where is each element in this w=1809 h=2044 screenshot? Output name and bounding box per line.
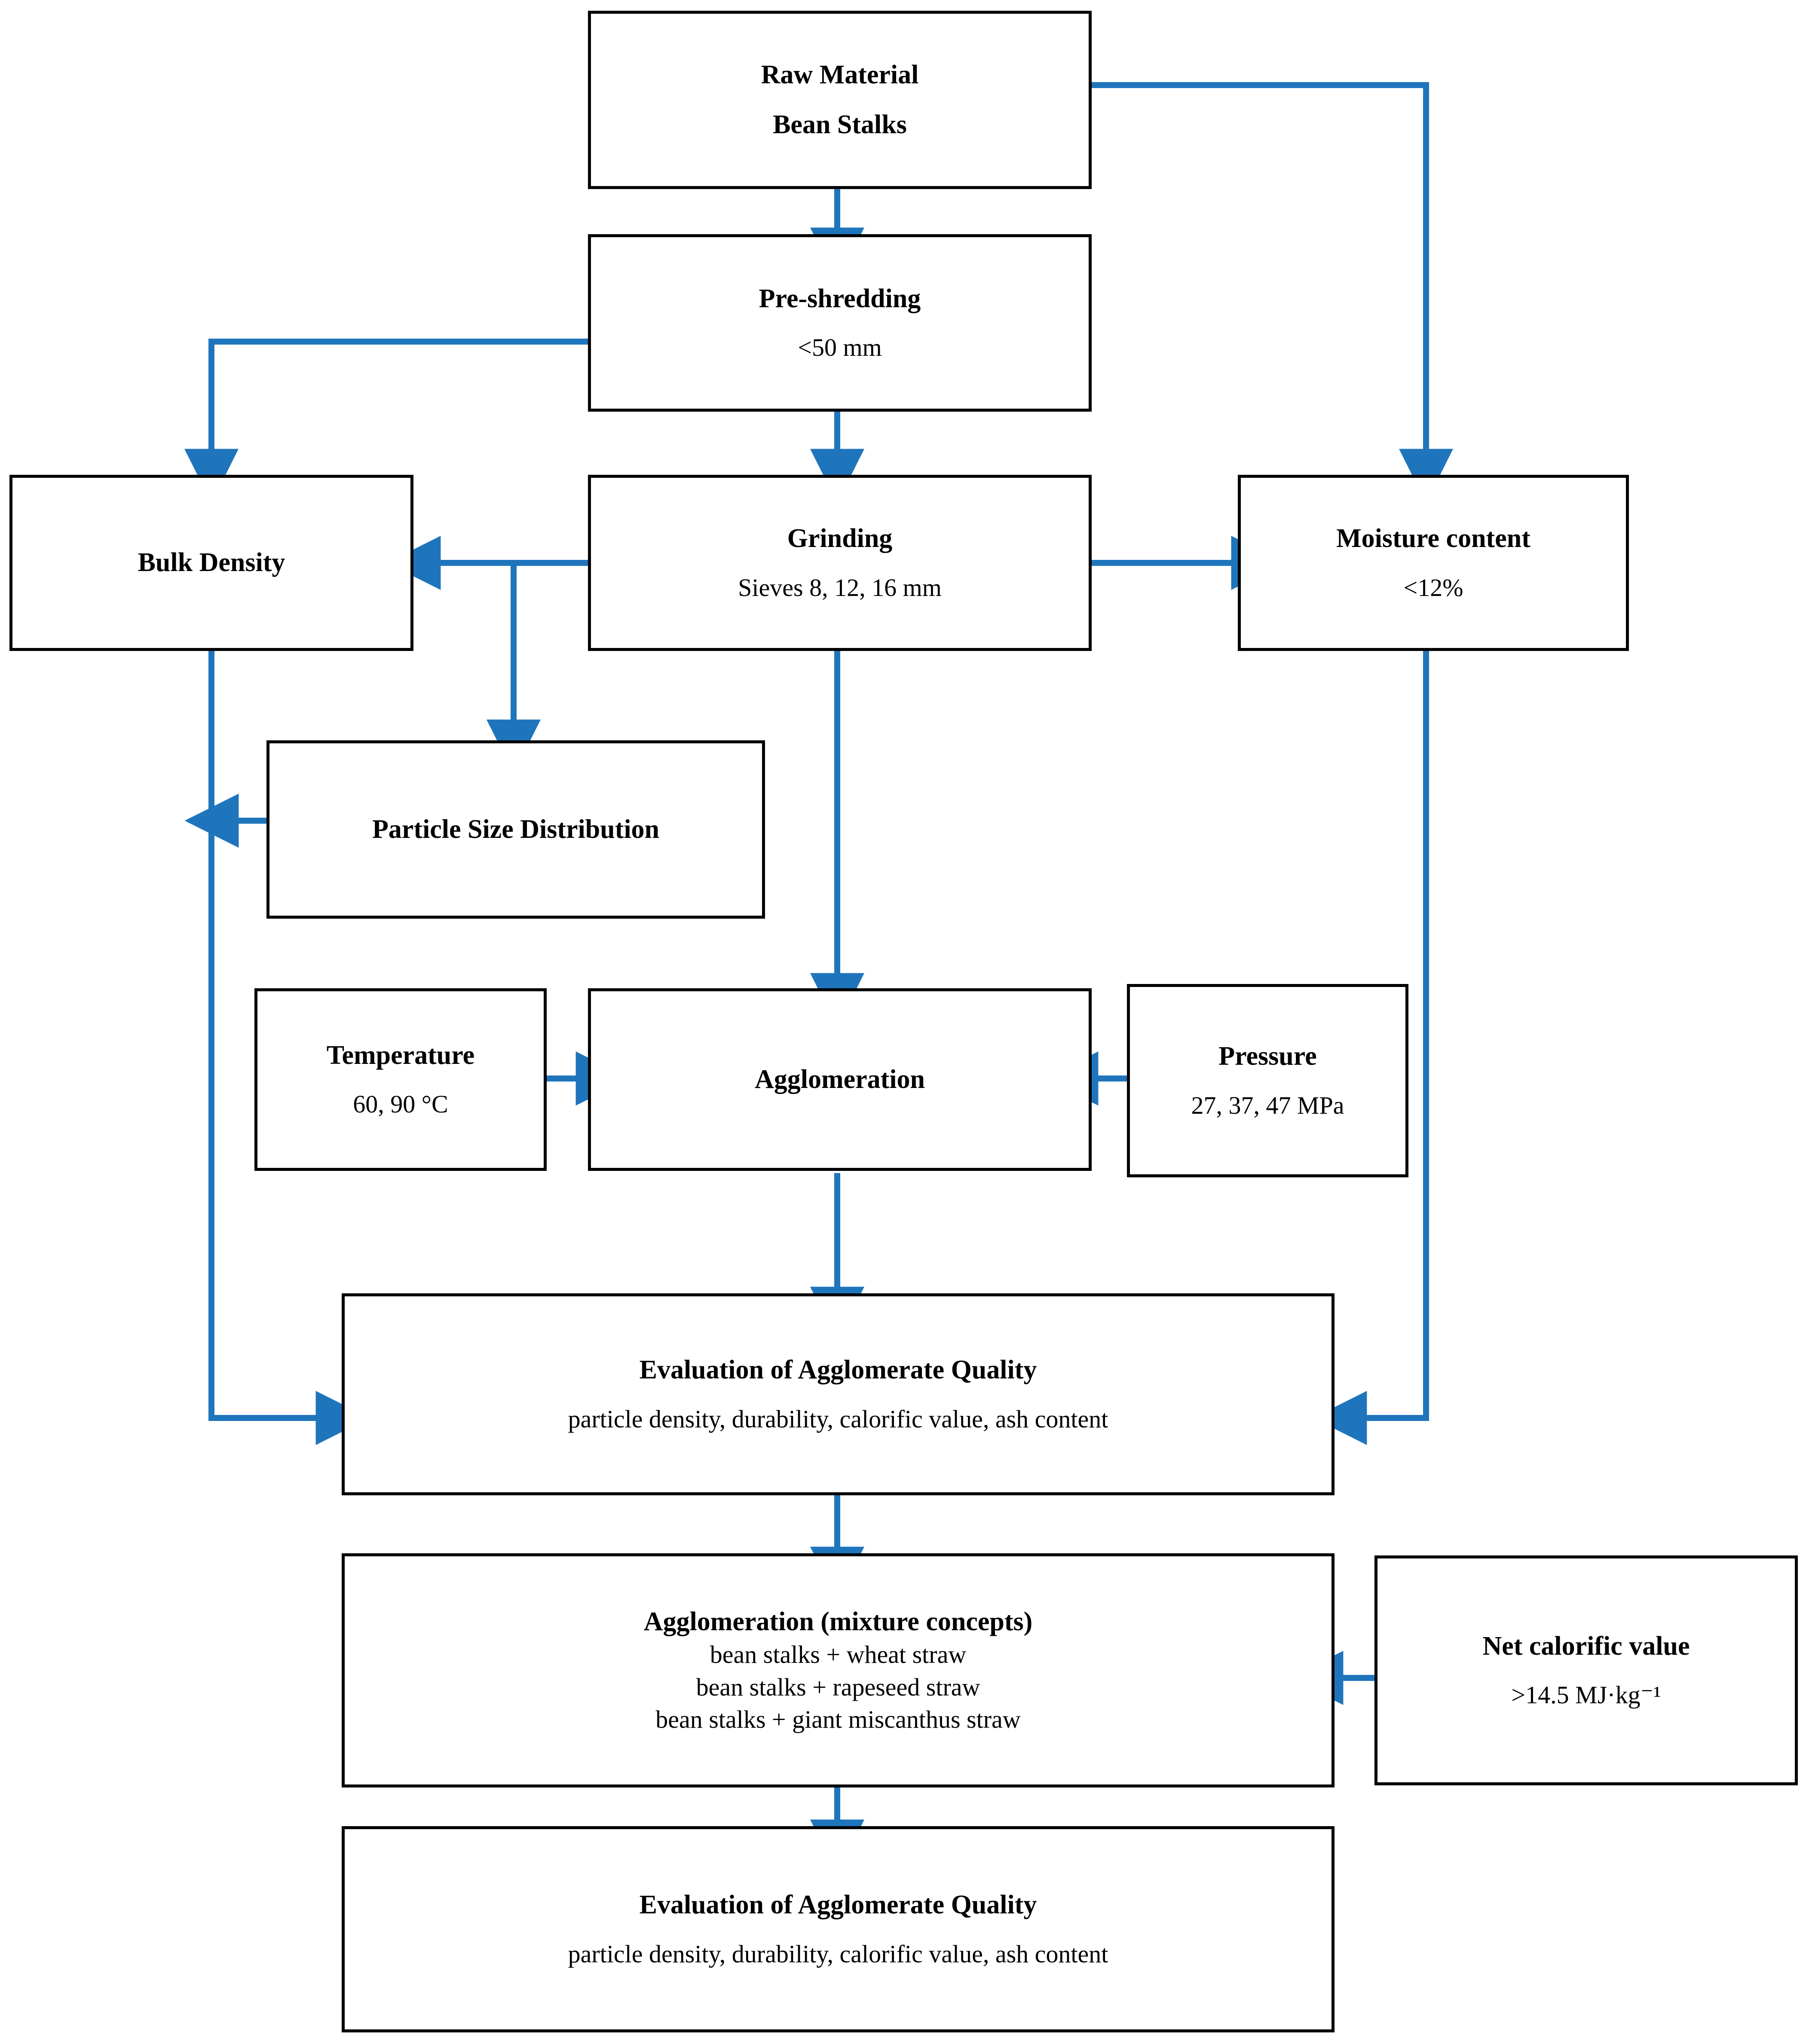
- bulk-density-title: Bulk Density: [138, 548, 285, 577]
- raw-material-subtitle: Bean Stalks: [773, 110, 907, 139]
- temperature-subtitle: 60, 90 °C: [353, 1090, 448, 1118]
- node-moisture-content[interactable]: Moisture content <12%: [1238, 475, 1629, 651]
- node-pressure[interactable]: Pressure 27, 37, 47 MPa: [1127, 984, 1408, 1177]
- edge-preshred-to-bulkdensity: [184, 339, 588, 503]
- mixture-title: Agglomeration (mixture concepts): [643, 1607, 1033, 1636]
- node-agglomeration[interactable]: Agglomeration: [588, 988, 1092, 1171]
- raw-material-title: Raw Material: [761, 60, 919, 89]
- pressure-title: Pressure: [1218, 1042, 1317, 1071]
- node-agglomeration-mixture-concepts[interactable]: Agglomeration (mixture concepts) bean st…: [342, 1553, 1335, 1787]
- edge-bulkdensity-to-evaluation: [208, 651, 370, 1445]
- net-calorific-subtitle: >14.5 MJ·kg⁻¹: [1511, 1681, 1661, 1709]
- temperature-title: Temperature: [326, 1040, 475, 1070]
- pressure-subtitle: 27, 37, 47 MPa: [1191, 1091, 1344, 1119]
- node-evaluation-quality-2[interactable]: Evaluation of Agglomerate Quality partic…: [342, 1826, 1335, 2032]
- mixture-line-2: bean stalks + rapeseed straw: [696, 1673, 980, 1701]
- edge-moisture-to-evaluation: [1313, 651, 1429, 1445]
- mixture-line-3: bean stalks + giant miscanthus straw: [655, 1705, 1021, 1733]
- moisture-content-title: Moisture content: [1336, 524, 1530, 553]
- node-bulk-density[interactable]: Bulk Density: [9, 475, 413, 651]
- node-pre-shredding[interactable]: Pre-shredding <50 mm: [588, 234, 1092, 412]
- net-calorific-title: Net calorific value: [1482, 1631, 1690, 1661]
- node-net-calorific-value[interactable]: Net calorific value >14.5 MJ·kg⁻¹: [1374, 1555, 1798, 1785]
- agglomeration-title: Agglomeration: [754, 1064, 925, 1094]
- evaluation-1-subtitle: particle density, durability, calorific …: [568, 1405, 1108, 1433]
- grinding-subtitle: Sieves 8, 12, 16 mm: [738, 573, 942, 602]
- mixture-line-1: bean stalks + wheat straw: [710, 1641, 967, 1669]
- evaluation-1-title: Evaluation of Agglomerate Quality: [639, 1355, 1037, 1385]
- edge-raw-to-moisture: [1092, 82, 1453, 503]
- evaluation-2-title: Evaluation of Agglomerate Quality: [639, 1890, 1037, 1920]
- node-raw-material[interactable]: Raw Material Bean Stalks: [588, 11, 1092, 189]
- pre-shredding-title: Pre-shredding: [759, 284, 921, 313]
- node-evaluation-quality-1[interactable]: Evaluation of Agglomerate Quality partic…: [342, 1293, 1335, 1495]
- particle-size-title: Particle Size Distribution: [372, 814, 660, 844]
- node-temperature[interactable]: Temperature 60, 90 °C: [254, 988, 547, 1171]
- pre-shredding-subtitle: <50 mm: [798, 333, 882, 362]
- moisture-content-subtitle: <12%: [1403, 573, 1463, 602]
- node-grinding[interactable]: Grinding Sieves 8, 12, 16 mm: [588, 475, 1092, 651]
- grinding-title: Grinding: [787, 524, 893, 553]
- node-particle-size-distribution[interactable]: Particle Size Distribution: [266, 740, 765, 919]
- evaluation-2-subtitle: particle density, durability, calorific …: [568, 1940, 1108, 1968]
